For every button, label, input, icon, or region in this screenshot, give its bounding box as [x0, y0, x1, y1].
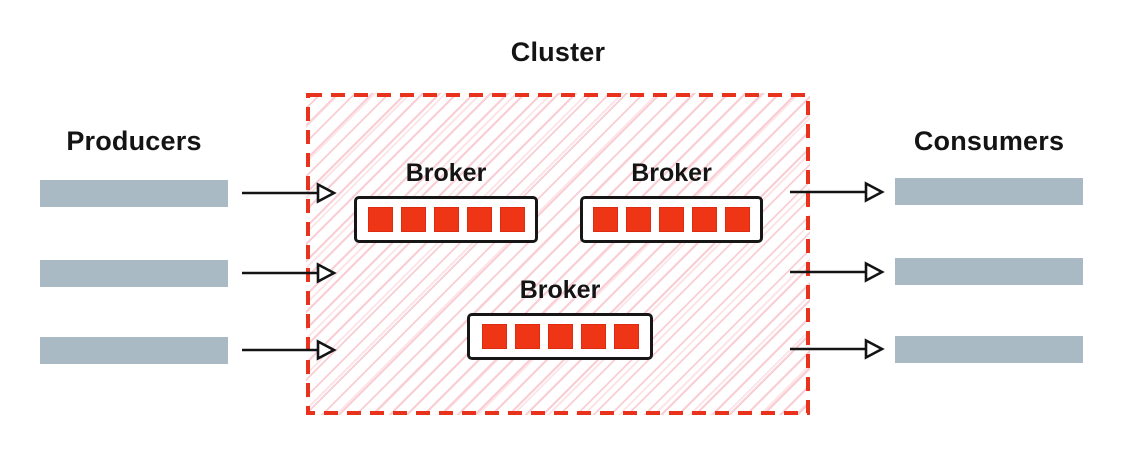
consumer-bar	[895, 178, 1083, 205]
consumer-arrow-icon	[790, 181, 885, 203]
partition-square	[626, 207, 651, 232]
partition-square	[499, 207, 525, 232]
consumer-arrow-icon	[790, 261, 885, 283]
broker-group: Broker	[467, 275, 653, 360]
broker-group: Broker	[580, 158, 763, 243]
cluster-title: Cluster	[510, 37, 606, 67]
partition-square	[547, 324, 573, 349]
partition-square	[400, 207, 426, 232]
partition-square	[725, 207, 750, 232]
cluster-boundary-hatch	[306, 93, 810, 415]
broker-group: Broker	[354, 158, 538, 243]
partition-square	[481, 324, 507, 349]
partition-square	[433, 207, 459, 232]
broker-label: Broker	[519, 276, 601, 304]
consumer-bar	[895, 336, 1083, 363]
broker-label: Broker	[405, 159, 487, 187]
broker-label: Broker	[631, 159, 712, 187]
partition-square	[580, 324, 606, 349]
partition-square	[514, 324, 540, 349]
cluster-boundary-dashed-border	[306, 93, 810, 415]
broker-box	[467, 313, 653, 360]
producer-bar	[40, 337, 228, 364]
partition-square	[659, 207, 684, 232]
partition-square	[367, 207, 393, 232]
broker-box	[354, 196, 538, 243]
partition-square	[692, 207, 717, 232]
producer-bar	[40, 260, 228, 287]
partition-square	[613, 324, 639, 349]
consumers-label: Consumers	[913, 126, 1065, 156]
producer-arrow-icon	[242, 262, 337, 284]
broker-box	[580, 196, 763, 243]
producer-arrow-icon	[242, 339, 337, 361]
producer-arrow-icon	[242, 182, 337, 204]
partition-square	[466, 207, 492, 232]
producers-label: Producers	[66, 126, 202, 156]
consumer-arrow-icon	[790, 338, 885, 360]
consumer-bar	[895, 258, 1083, 285]
producer-bar	[40, 180, 228, 207]
partition-square	[593, 207, 618, 232]
